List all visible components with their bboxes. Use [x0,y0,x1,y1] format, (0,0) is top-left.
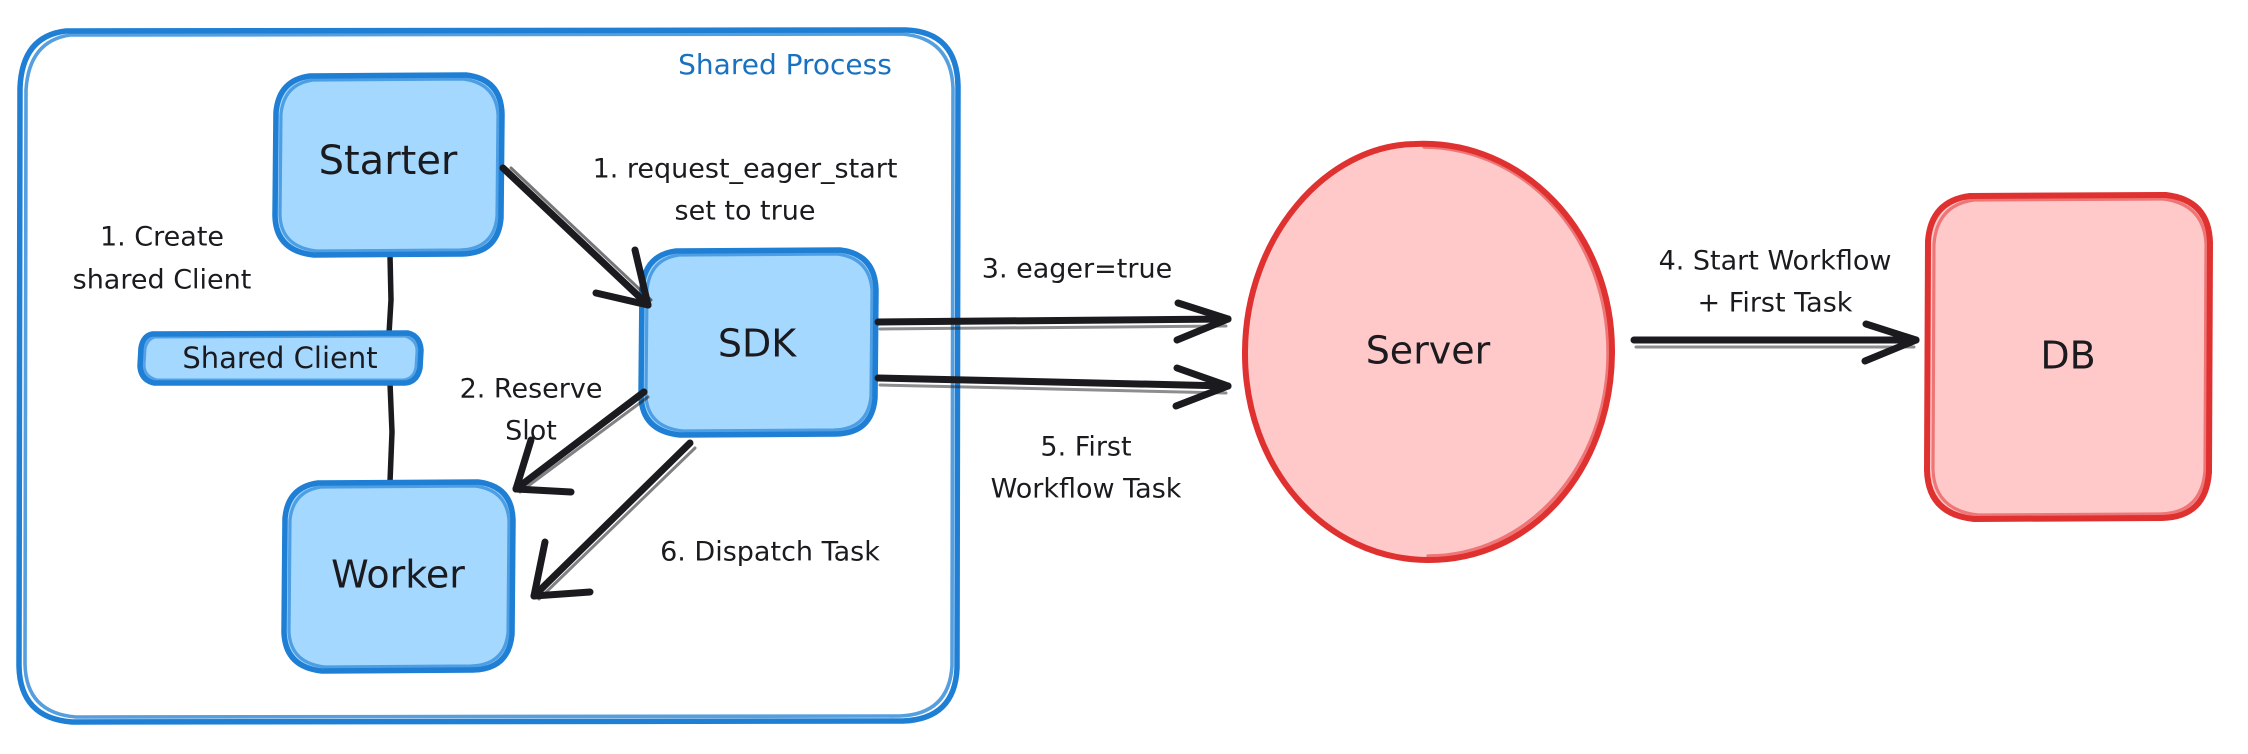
edge-5-label-line2: Workflow Task [991,474,1182,505]
edge-0-label-line2: shared Client [73,265,252,296]
node-worker[interactable]: Worker [281,479,516,674]
node-sdk[interactable]: SDK [638,247,879,438]
edge-1-label-line1: 1. request_eager_start [593,154,898,185]
edge-4-start-workflow: 4. Start Workflow + First Task [1630,246,1920,365]
node-server[interactable]: Server [1241,140,1616,564]
edge-2-reserve-slot: 2. Reserve Slot [460,374,650,496]
node-shared-client-label: Shared Client [182,341,377,375]
edge-create-shared-client-line [386,252,395,485]
edge-4-label-line2: + First Task [1698,288,1853,319]
node-db-label: DB [2040,334,2095,378]
edge-4-label-line1: 4. Start Workflow [1659,246,1892,277]
edge-3-eager-true: 3. eager=true [874,254,1232,344]
edge-2-label-line1: 2. Reserve [460,374,603,405]
edge-6-dispatch-task: 6. Dispatch Task [530,439,880,601]
edge-1-label-line2: set to true [675,196,816,227]
edge-6-label-line1: 6. Dispatch Task [660,537,880,568]
node-starter[interactable]: Starter [272,72,505,258]
shared-process-group: Shared Process [16,27,961,725]
node-starter-label: Starter [319,138,458,184]
edge-3-label-line1: 3. eager=true [982,254,1172,285]
edge-0-label-line1: 1. Create [100,222,224,253]
edge-5-label-line1: 5. First [1040,432,1131,463]
node-db[interactable]: DB [1924,192,2213,522]
edge-5-first-workflow-task: 5. First Workflow Task [874,364,1232,505]
edge-0-create-shared-client: 1. Create shared Client [73,222,252,296]
node-worker-label: Worker [331,553,465,597]
edge-2-label-line2: Slot [505,416,557,447]
node-sdk-label: SDK [718,322,797,366]
shared-process-label: Shared Process [678,48,892,81]
edge-1-request-eager-start: 1. request_eager_start set to true [499,154,898,309]
node-server-label: Server [1366,329,1491,373]
node-shared-client[interactable]: Shared Client [137,330,424,386]
